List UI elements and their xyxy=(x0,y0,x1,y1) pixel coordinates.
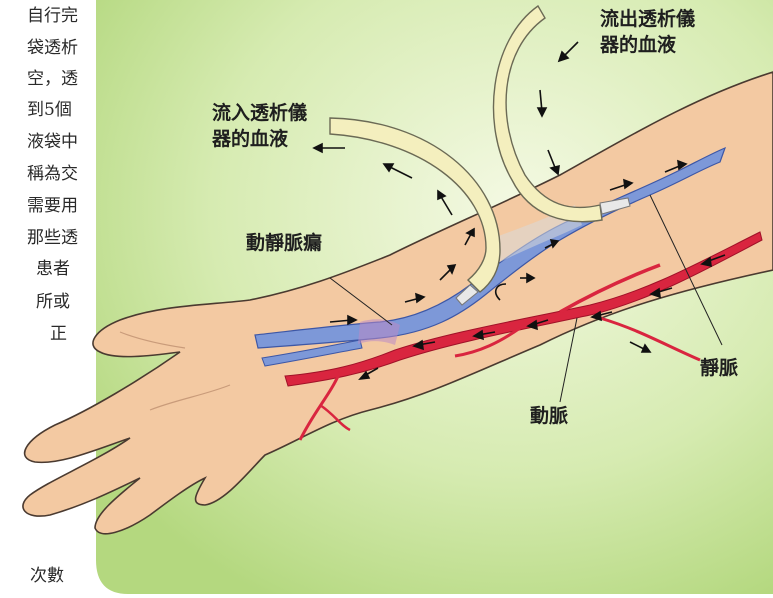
side-text-line: 到5個 xyxy=(27,100,72,120)
label-fistula: 動靜脈瘺 xyxy=(246,230,322,256)
side-text-line: 空，透 xyxy=(27,69,78,89)
side-text-line: 正 xyxy=(50,324,67,344)
label-inflow-line2: 器的血液 xyxy=(212,126,307,152)
label-inflow: 流入透析儀 器的血液 xyxy=(212,100,307,152)
side-text-line: 患者 xyxy=(36,259,70,279)
side-text-line: 自行完 xyxy=(27,6,78,26)
side-text-line: 所或 xyxy=(36,292,70,312)
side-text-line: 那些透 xyxy=(27,228,78,248)
label-vein: 靜脈 xyxy=(700,355,738,381)
side-text-line: 液袋中 xyxy=(27,132,78,152)
side-text-line: 次數 xyxy=(30,566,64,586)
label-outflow: 流出透析儀 器的血液 xyxy=(600,6,695,58)
label-outflow-line2: 器的血液 xyxy=(600,32,695,58)
side-text-line: 袋透析 xyxy=(27,38,78,58)
side-text-line: 需要用 xyxy=(27,196,78,216)
label-artery: 動脈 xyxy=(530,403,568,429)
label-inflow-line1: 流入透析儀 xyxy=(212,100,307,126)
fistula-area xyxy=(358,319,400,345)
side-text-line: 稱為交 xyxy=(27,164,78,184)
label-outflow-line1: 流出透析儀 xyxy=(600,6,695,32)
